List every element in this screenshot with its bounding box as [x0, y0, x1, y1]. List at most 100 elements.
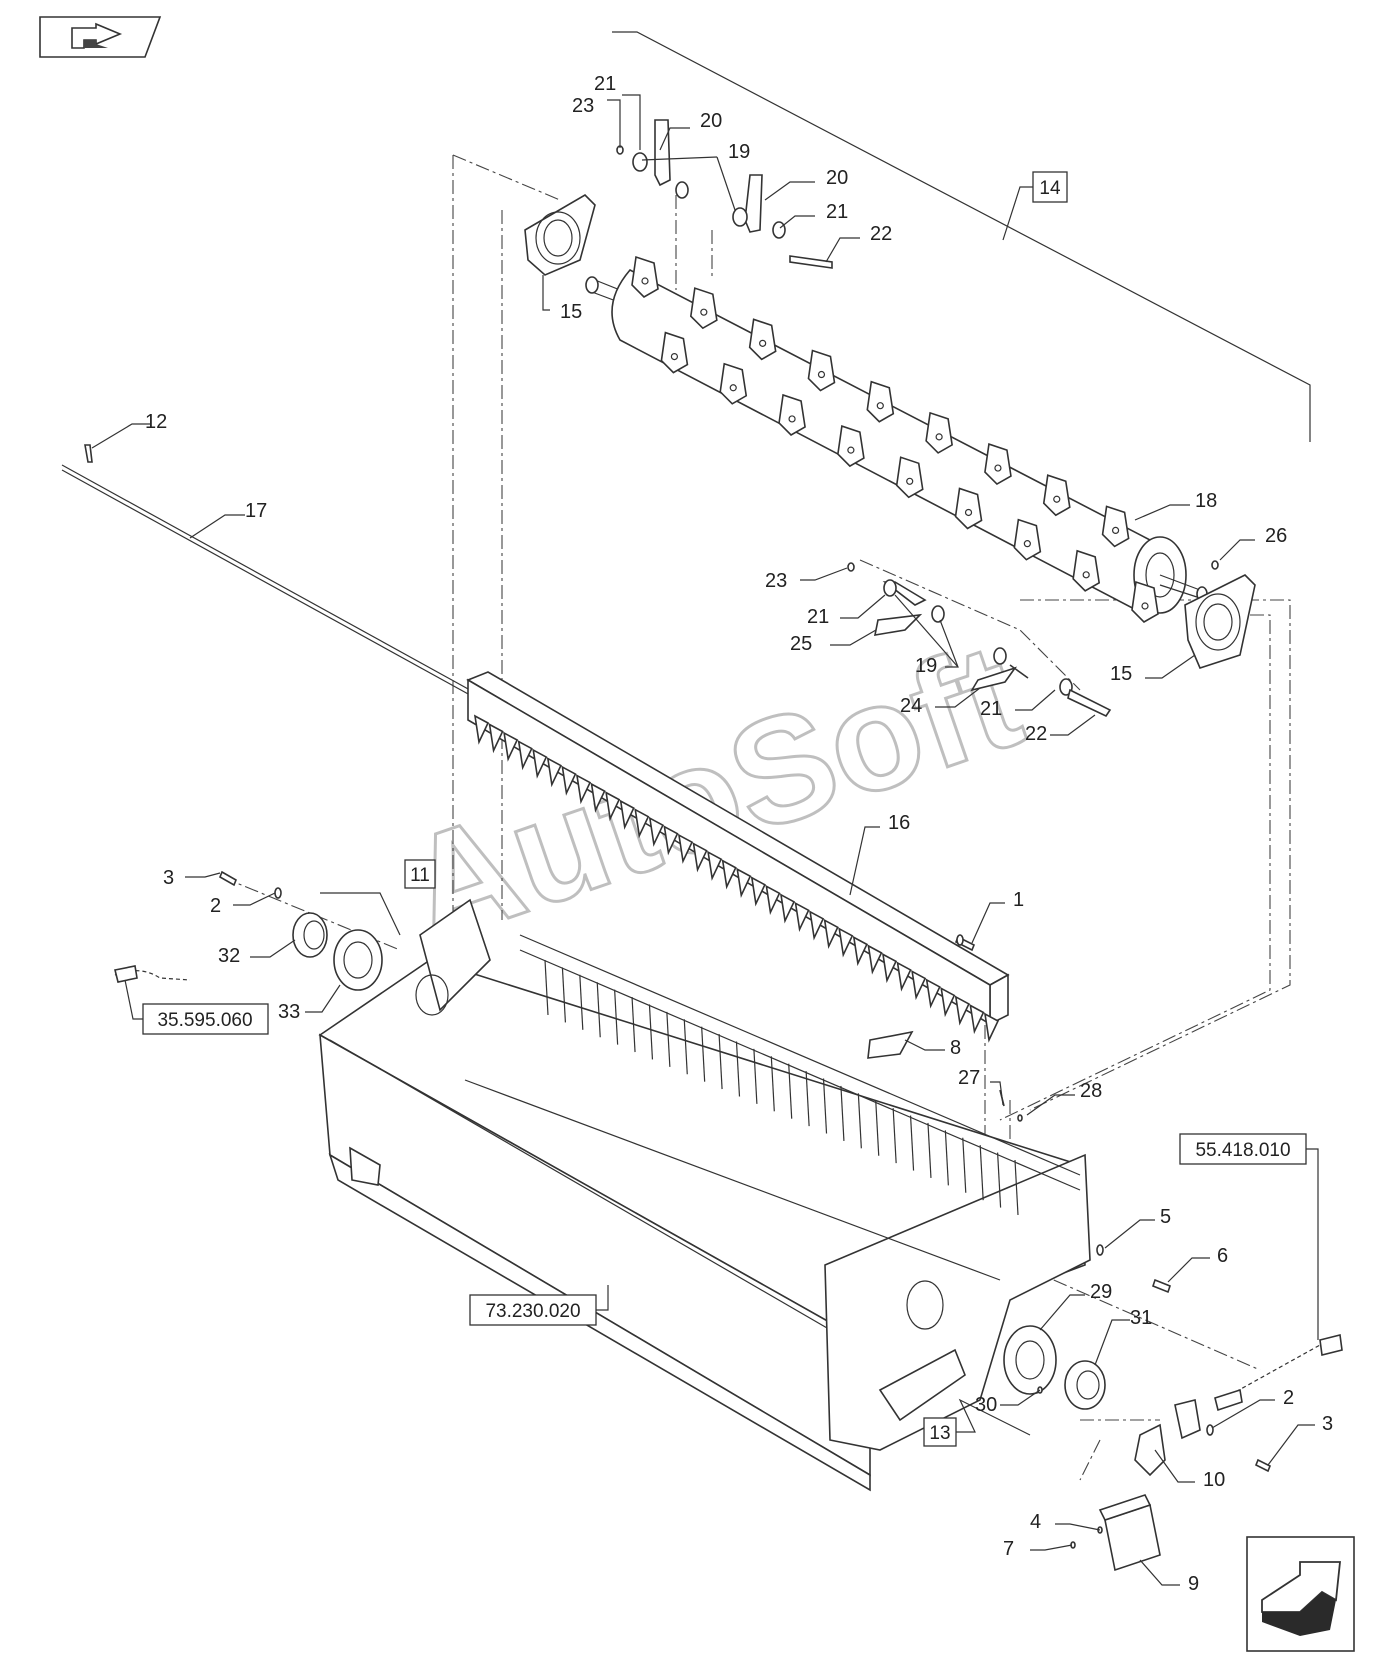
reference-box-55-418-010[interactable]: 55.418.010: [1179, 1133, 1319, 1340]
knife-tooth: [881, 952, 898, 984]
knife-tooth: [983, 1012, 1000, 1043]
reference-box-73-230-020[interactable]: 73.230.020: [469, 1285, 609, 1326]
bearing-part-32: [292, 912, 328, 958]
svg-text:11: 11: [410, 865, 430, 886]
bearing-flange-part-15-right: [1184, 574, 1256, 669]
svg-text:20: 20: [700, 110, 722, 132]
reference-box-13[interactable]: 13: [923, 1398, 1031, 1447]
callout-30: 30: [975, 1389, 1041, 1416]
svg-text:35.595.060: 35.595.060: [157, 1010, 252, 1031]
callout-28: 28: [1026, 1080, 1102, 1116]
knife-part-8: [867, 1030, 914, 1059]
svg-text:12: 12: [145, 411, 167, 433]
svg-text:21: 21: [807, 606, 829, 628]
knife-tooth: [969, 1004, 985, 1035]
callout-12: 12: [91, 411, 167, 449]
knife-tooth: [794, 901, 810, 933]
svg-text:20: 20: [826, 167, 848, 189]
assembly-lines: [221, 154, 1291, 1481]
rotor-paddle: [954, 487, 983, 530]
callout-27: 27: [958, 1067, 1004, 1106]
housing-frame: [318, 898, 1091, 1492]
housing-slot: [1014, 1159, 1019, 1216]
knife-tooth: [750, 876, 766, 907]
flange-part-29: [1003, 1325, 1057, 1395]
knife-tooth: [954, 995, 970, 1026]
housing-slot: [996, 1152, 1002, 1208]
knife-tooth: [867, 944, 883, 975]
reference-box-35-595-060[interactable]: 35.595.060: [124, 979, 269, 1035]
housing-slot: [909, 1115, 915, 1171]
svg-text:2: 2: [1283, 1387, 1294, 1409]
reference-box-14[interactable]: 14: [1002, 171, 1068, 241]
rotor-paddle: [1101, 505, 1130, 548]
housing-slot: [875, 1100, 880, 1156]
svg-text:55.418.010: 55.418.010: [1195, 1140, 1290, 1161]
housing-slot: [561, 967, 567, 1023]
knife-tooth: [561, 765, 577, 796]
svg-text:21: 21: [594, 73, 616, 95]
callout-25: 25: [790, 629, 877, 655]
housing-slot: [892, 1108, 897, 1164]
svg-text:22: 22: [870, 223, 892, 245]
knife-bar-teeth: [473, 714, 1000, 1043]
svg-text:3: 3: [163, 867, 174, 889]
callout-33: 33: [278, 984, 341, 1023]
cover-part-9: [1098, 1494, 1161, 1572]
svg-text:3: 3: [1322, 1413, 1333, 1435]
housing-slots: [544, 959, 1019, 1216]
rotor-paddle: [660, 331, 689, 374]
svg-text:15: 15: [1110, 663, 1132, 685]
callout-7: 7: [1003, 1538, 1073, 1560]
svg-text:73.230.020: 73.230.020: [485, 1301, 580, 1322]
knife-parts-top: [616, 119, 833, 269]
housing-slot: [857, 1093, 862, 1149]
housing-slot: [753, 1048, 758, 1104]
knife-tooth: [605, 791, 621, 822]
next-page-button[interactable]: [1246, 1536, 1355, 1652]
knife-tooth: [940, 986, 956, 1018]
svg-text:23: 23: [572, 95, 594, 117]
bearing-part-31: [1064, 1360, 1106, 1410]
housing-slot: [596, 982, 601, 1038]
housing-slot: [701, 1026, 706, 1082]
svg-text:18: 18: [1195, 490, 1217, 512]
knife-tooth: [663, 825, 679, 856]
rotor-paddle: [807, 349, 836, 392]
svg-text:5: 5: [1160, 1206, 1171, 1228]
callout-5: 5: [1104, 1206, 1171, 1249]
housing-slot: [648, 1004, 654, 1060]
callout-8: 8: [904, 1037, 961, 1059]
knife-tooth: [488, 723, 504, 754]
rotor-paddle: [1042, 474, 1071, 517]
previous-page-button[interactable]: [39, 16, 162, 58]
housing-slot: [770, 1056, 775, 1112]
sensor-cable-left: [114, 965, 191, 983]
rotor-paddle: [866, 380, 895, 423]
callout-6: 6: [1167, 1245, 1228, 1283]
watermark-text: AutoSoft: [386, 610, 1039, 975]
housing-slot: [683, 1019, 688, 1075]
callout-21-mid: 21: [779, 201, 848, 229]
reference-box-11[interactable]: 11: [320, 859, 436, 936]
callout-20-top: 20: [659, 110, 722, 151]
bracket-part-10: [1134, 1399, 1201, 1477]
callout-3-left: 3: [163, 867, 221, 889]
knife-tooth: [546, 757, 562, 788]
knife-tooth: [619, 799, 635, 830]
previous-page-arrow-icon: [71, 22, 123, 49]
rotor-paddle: [778, 393, 806, 436]
flange-part-33: [333, 929, 383, 991]
knife-tooth: [590, 782, 606, 813]
svg-text:4: 4: [1030, 1511, 1041, 1533]
callout-labels: 23 21 20 19 20 21 22 15 12 17 18 26 23 2…: [91, 73, 1333, 1595]
callout-19-mid: 19: [894, 594, 959, 677]
callout-15-top: 15: [542, 275, 582, 323]
pin-part-3-left: [218, 870, 238, 887]
svg-text:1: 1: [1013, 889, 1024, 911]
knife-tooth: [765, 884, 781, 915]
housing-slot: [735, 1041, 741, 1097]
rotor-paddle: [689, 287, 718, 330]
knife-tooth: [925, 978, 941, 1009]
